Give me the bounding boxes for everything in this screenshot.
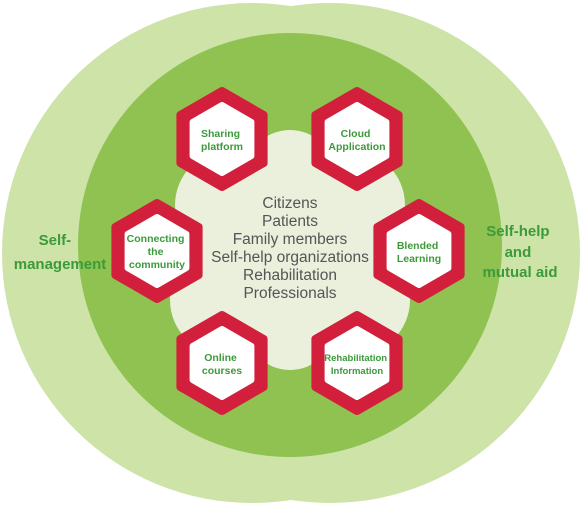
center-line: Family members xyxy=(233,231,348,248)
self-management-label: Self- management xyxy=(14,232,107,273)
hexagon-inner xyxy=(189,326,255,400)
hex-connecting-the-community: Connecting the community xyxy=(111,199,203,303)
hex-label: Rehabilitation Information xyxy=(324,353,389,377)
center-line: Rehabilitation xyxy=(243,267,337,284)
hexagon-inner xyxy=(189,102,255,176)
hex-label: Blended Learning xyxy=(397,240,441,265)
hex-label: Sharing platform xyxy=(201,128,243,153)
center-line: Patients xyxy=(262,213,318,230)
hex-label: Connecting the community xyxy=(127,233,188,271)
hex-blended-learning: Blended Learning xyxy=(373,199,465,303)
self-help-label: Self-help and mutual aid xyxy=(482,223,557,281)
center-text: Citizens Patients Family members Self-he… xyxy=(211,195,369,302)
hexagon-inner xyxy=(386,214,452,288)
center-line: Professionals xyxy=(243,285,336,302)
hex-label: Online courses xyxy=(202,352,242,377)
hex-cloud-application: Cloud Application xyxy=(311,87,403,191)
hexagon-inner xyxy=(324,102,390,176)
hex-label: Cloud Application xyxy=(328,128,385,153)
hexagon-inner xyxy=(324,326,390,400)
center-line: Citizens xyxy=(262,195,317,212)
hex-online-courses: Online courses xyxy=(176,311,268,415)
hexagon-inner xyxy=(124,214,190,288)
hex-sharing-platform: Sharing platform xyxy=(176,87,268,191)
center-line: Self-help organizations xyxy=(211,249,369,266)
hex-rehabilitation-information: Rehabilitation Information xyxy=(311,311,403,415)
